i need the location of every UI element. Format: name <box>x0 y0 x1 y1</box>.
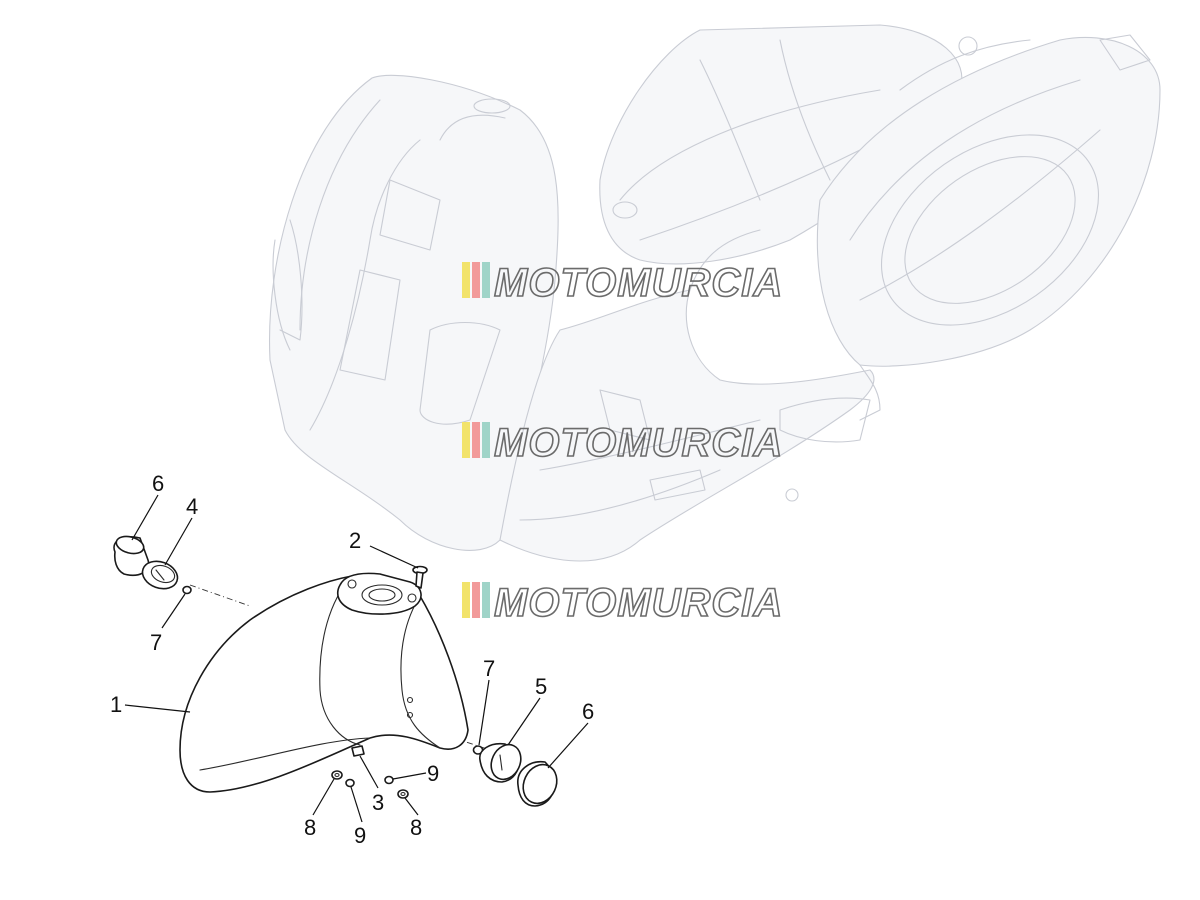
left-hub-cover-ring <box>141 560 179 590</box>
watermark-text: MOTOMURCIA <box>494 421 783 465</box>
left-hub-cap <box>113 535 150 576</box>
callout-left-lower-nut: 9 <box>354 823 366 848</box>
callout-right-washer: 8 <box>410 815 422 840</box>
callout-labels: 1 2 3 4 5 6 6 7 7 8 8 9 9 <box>110 471 594 848</box>
watermark-bottom: MOTOMURCIA <box>462 580 783 626</box>
left-washer <box>331 770 343 780</box>
callout-front-mudguard: 1 <box>110 692 122 717</box>
callout-right-nut: 7 <box>483 656 495 681</box>
callout-right-upper-nut: 9 <box>427 761 439 786</box>
screw <box>412 565 428 589</box>
scooter-body-outline <box>268 24 1161 562</box>
callout-left-nut: 7 <box>150 630 162 655</box>
watermark-top: MOTOMURCIA <box>462 260 783 306</box>
callout-clip: 3 <box>372 790 384 815</box>
watermark-text: MOTOMURCIA <box>494 581 783 625</box>
leader-lines <box>124 494 589 823</box>
callout-right-hub-cap: 6 <box>582 699 594 724</box>
watermark-text: MOTOMURCIA <box>494 261 783 305</box>
callout-left-washer: 8 <box>304 815 316 840</box>
left-nut <box>182 585 192 595</box>
callout-left-hub-cap: 6 <box>152 471 164 496</box>
callout-screw: 2 <box>349 528 361 553</box>
callout-left-hub-cover-ring: 4 <box>186 494 198 519</box>
right-upper-nut <box>384 775 394 785</box>
front-mudguard <box>179 572 469 793</box>
right-hub-cover-ring <box>479 742 522 783</box>
right-washer <box>397 789 409 799</box>
watermark-middle: MOTOMURCIA <box>462 420 783 466</box>
left-lower-nut <box>345 778 355 788</box>
callout-right-hub-cover-ring: 5 <box>535 674 547 699</box>
clip <box>351 745 365 757</box>
right-hub-cap <box>517 760 558 807</box>
